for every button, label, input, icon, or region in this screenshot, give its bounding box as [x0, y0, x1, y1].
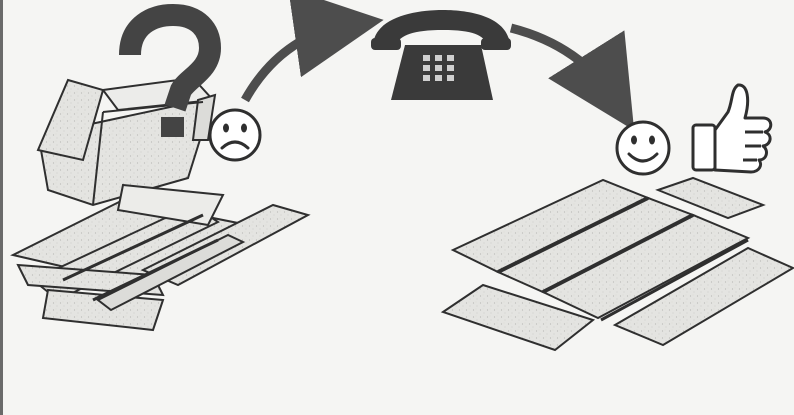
scattered-boards: [10, 183, 311, 332]
assembled-boards: [440, 176, 794, 352]
keypad: [423, 55, 454, 81]
happy-face-icon: [615, 120, 671, 176]
arrow-to-phone: [241, 0, 384, 103]
pictogram-svg: [10, 0, 794, 352]
question-mark-icon: [119, 3, 222, 137]
arrow-from-phone: [509, 23, 635, 131]
thumbs-up-icon: [691, 83, 773, 174]
telephone-icon: [371, 10, 511, 100]
sad-face-icon: [208, 108, 262, 162]
